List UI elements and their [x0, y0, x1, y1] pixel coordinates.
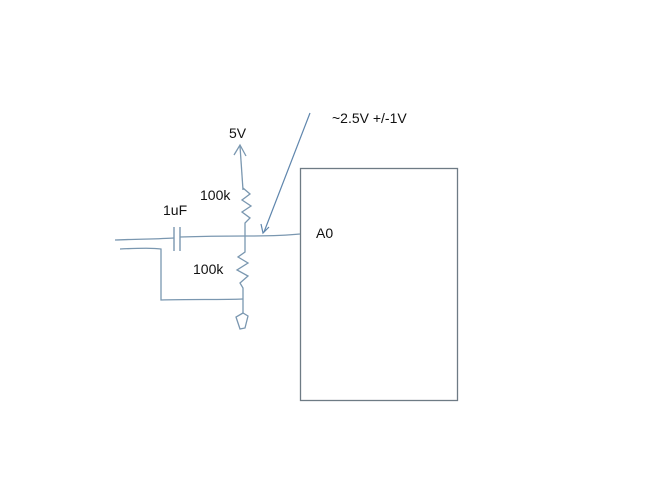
supply-arrow-icon — [233, 143, 247, 191]
supply-label: 5V — [229, 125, 247, 141]
signal-wire-to-a0 — [179, 233, 301, 238]
resistor-bottom-label: 100k — [193, 261, 224, 277]
input-wire-top — [114, 237, 175, 241]
capacitor-label: 1uF — [163, 202, 188, 218]
voltage-annotation: ~2.5V +/-1V — [332, 110, 407, 126]
resistor-top-icon — [240, 187, 253, 236]
annotation-arrow-icon — [260, 112, 311, 235]
pin-a0-label: A0 — [316, 225, 334, 241]
resistor-bottom-icon — [235, 236, 250, 313]
capacitor-icon — [173, 227, 181, 251]
resistor-top-label: 100k — [200, 187, 231, 203]
ground-icon — [235, 312, 249, 330]
input-wire-bottom — [119, 247, 244, 301]
microcontroller-box — [299, 167, 459, 402]
